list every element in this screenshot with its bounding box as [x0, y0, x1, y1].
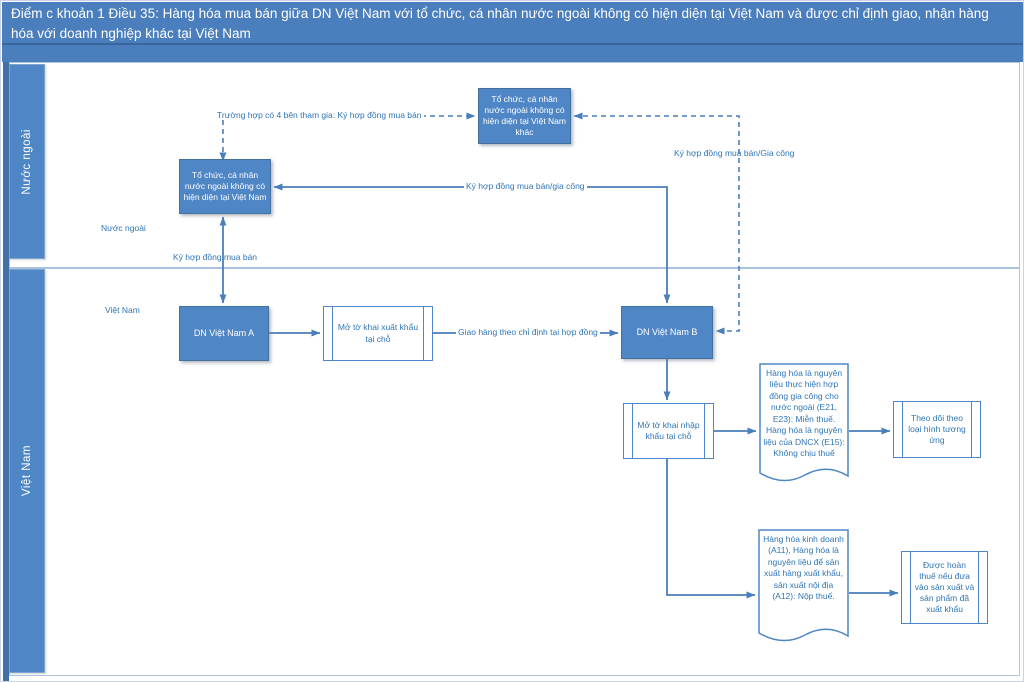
label-foreign-small: Nước ngoài: [101, 223, 146, 233]
page-title: Điểm c khoản 1 Điều 35: Hàng hóa mua bán…: [2, 2, 1023, 43]
label-sale-or-processing: Ký hợp đồng mua bán/gia công: [464, 181, 587, 191]
node-tax-refund: Được hoàn thuế nếu đưa vào sản xuất và s…: [901, 551, 988, 624]
node-import-declaration: Mở tờ khai nhập khẩu tại chỗ: [623, 403, 714, 459]
label-four-party: Trường hợp có 4 bên tham gia: Ký hợp đồn…: [215, 110, 424, 120]
connector-other-org-dnb: [573, 112, 740, 335]
node-dn-vietnam-b: DN Việt Nam B: [621, 306, 713, 359]
node-doc-tax-pay: Hàng hóa kinh doanh (A11), Hàng hóa là n…: [758, 529, 849, 655]
node-foreign-org-other: Tổ chức, cá nhân nước ngoài không có hiệ…: [478, 88, 571, 144]
lane-label-foreign: Nước ngoài: [9, 64, 45, 259]
label-vietnam-small: Việt Nam: [105, 305, 140, 315]
label-sale-or-processing-2: Ký hợp đồng mua bán/Gia công: [674, 148, 795, 158]
label-sign-sale-contract: Ký hợp đồng mua bán: [173, 252, 258, 262]
label-delivery-per-contract: Giao hàng theo chỉ định tại hợp đồng: [456, 327, 600, 337]
node-dn-vietnam-a: DN Việt Nam A: [179, 306, 269, 361]
connector-org-dnb: [273, 183, 671, 304]
swimlane-left-bar: [3, 62, 9, 681]
node-track-by-type: Theo dõi theo loại hình tương ứng: [893, 401, 981, 458]
node-doc-tax-exempt: Hàng hóa là nguyên liệu thực hiện hợp đồ…: [759, 363, 849, 495]
document-shape: [759, 363, 849, 482]
document-shape: [758, 529, 849, 642]
lane-label-vietnam: Việt Nam: [9, 269, 45, 673]
node-foreign-org: Tổ chức, cá nhân nước ngoài không có hiệ…: [179, 159, 271, 214]
connector-four-party: [219, 112, 476, 162]
connector-import-paytax: [666, 459, 756, 599]
header-band: [2, 43, 1023, 62]
node-export-declaration: Mở tờ khai xuất khẩu tại chỗ: [323, 306, 433, 361]
